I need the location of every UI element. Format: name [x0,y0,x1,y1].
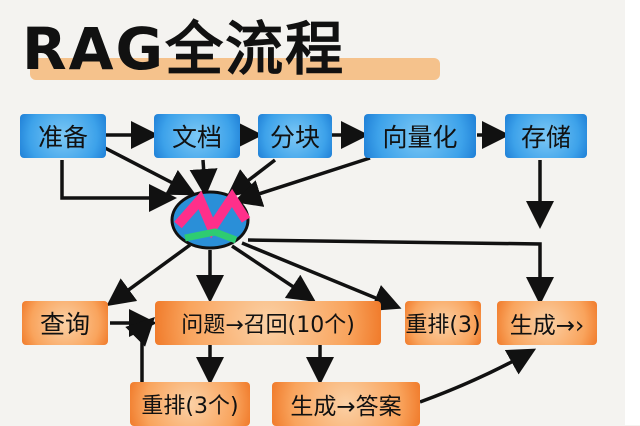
right-margin [625,0,640,425]
step-question-recall: 问题→召回(10个) [155,301,381,345]
step-vectorize: 向量化 [364,114,476,158]
step-document: 文档 [154,114,240,158]
step-generate-answer: 生成→答案 [272,382,420,426]
title-highlight [30,58,440,80]
step-query: 查询 [22,301,108,345]
step-store: 存储 [505,114,587,158]
page-title: RAG全流程 [22,15,346,83]
step-generate: 生成→› [497,301,597,345]
step-chunk: 分块 [258,114,332,158]
step-rerank: 重排(3) [405,301,481,345]
step-rerank-3: 重排(3个) [130,382,250,426]
step-prepare: 准备 [20,114,106,158]
